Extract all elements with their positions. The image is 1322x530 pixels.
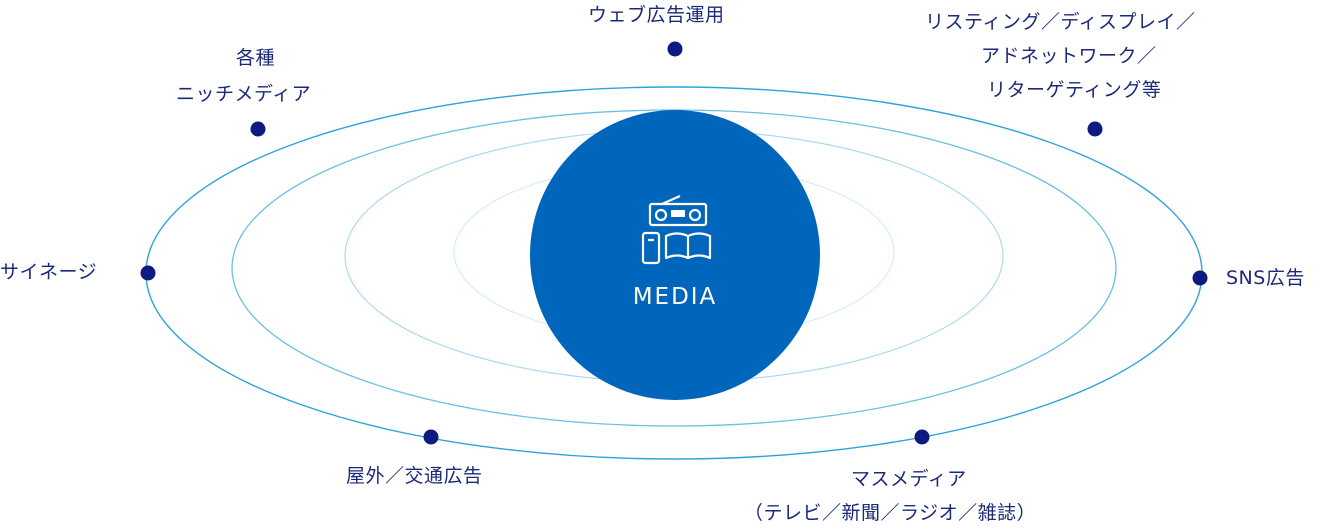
radio-antenna: [661, 194, 681, 206]
node-label-line: 屋外／交通広告: [346, 465, 483, 487]
node-dot-signage: [140, 265, 156, 281]
node-label-signage: サイネージ: [0, 258, 97, 286]
node-label-mass: マスメディア （テレビ／新聞／ラジオ／雑誌）: [744, 462, 1036, 530]
node-label-sns: SNS広告: [1226, 264, 1305, 292]
node-dot-niche: [250, 121, 266, 137]
node-label-listing: リスティング／ディスプレイ／ アドネットワーク／ リターゲティング等: [925, 5, 1196, 107]
node-dot-sns: [1192, 270, 1208, 286]
node-dot-web: [667, 41, 683, 57]
phone-shape: [641, 231, 661, 265]
node-label-line: リターゲティング等: [987, 79, 1162, 101]
node-dot-mass: [914, 429, 930, 445]
media-icon: [641, 194, 712, 265]
radio-speaker-left: [654, 208, 668, 222]
node-label-line: リスティング／ディスプレイ／: [925, 11, 1196, 33]
book-shape: [664, 232, 712, 260]
center-label: MEDIA: [632, 284, 718, 310]
node-label-line: ウェブ広告運用: [588, 4, 725, 26]
node-label-outdoor: 屋外／交通広告: [346, 462, 483, 490]
node-dot-listing: [1087, 121, 1103, 137]
node-label-line: アドネットワーク／: [981, 45, 1157, 67]
node-label-line: サイネージ: [0, 261, 98, 283]
radio-speaker-right: [688, 208, 702, 222]
node-label-line: ニッチメディア: [176, 83, 312, 105]
node-dot-outdoor: [423, 429, 439, 445]
node-label-line: マスメディア: [851, 468, 967, 490]
node-label-niche: 各種 ニッチメディア: [176, 40, 311, 112]
radio-panel: [671, 210, 685, 217]
node-label-line: 各種: [236, 47, 276, 69]
radio-body: [648, 202, 708, 227]
orbit-2: [231, 109, 1117, 427]
node-label-line: SNS広告: [1226, 267, 1305, 289]
node-label-web: ウェブ広告運用: [588, 1, 725, 29]
node-label-line: （テレビ／新聞／ラジオ／雑誌）: [744, 502, 1037, 524]
